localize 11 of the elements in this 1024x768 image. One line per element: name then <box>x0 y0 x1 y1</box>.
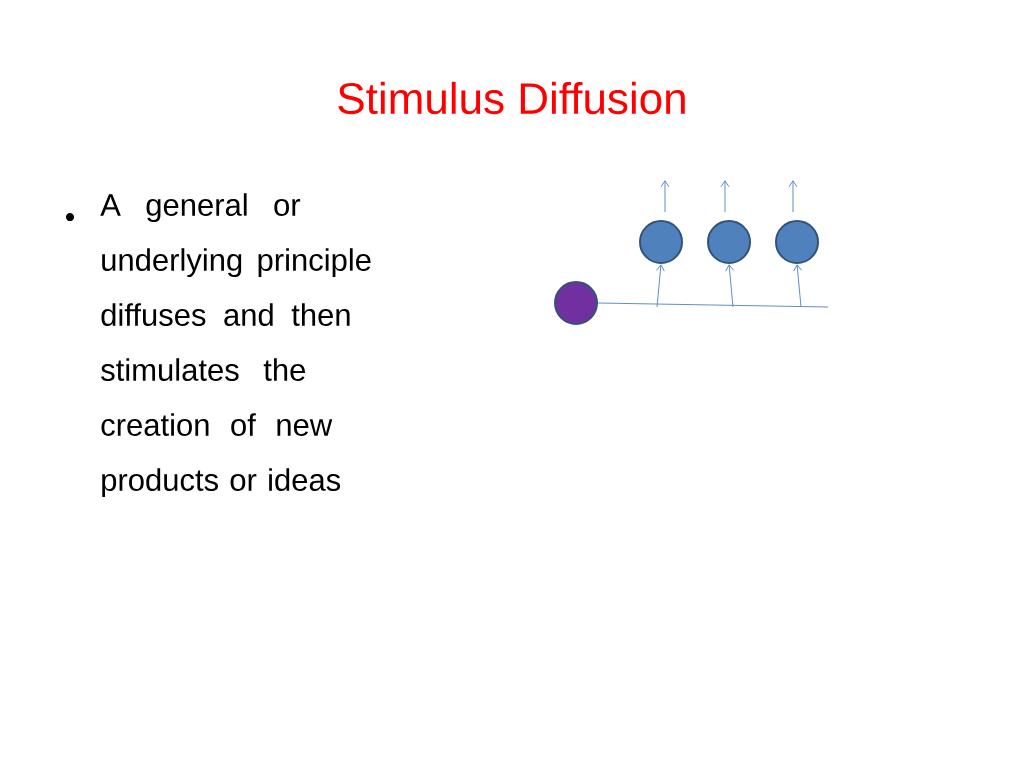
circle <box>639 220 683 264</box>
arrow <box>655 264 665 308</box>
circle <box>554 281 598 325</box>
arrow <box>793 264 803 308</box>
circle <box>707 220 751 264</box>
slide-title: Stimulus Diffusion <box>338 81 685 115</box>
bullet-text: A general or underlying principle diffuses and then stimulates the creation of new products or ideas <box>100 193 371 498</box>
line <box>597 302 829 308</box>
circle <box>775 220 819 264</box>
bullet: • <box>65 213 75 222</box>
arrow <box>725 264 735 308</box>
